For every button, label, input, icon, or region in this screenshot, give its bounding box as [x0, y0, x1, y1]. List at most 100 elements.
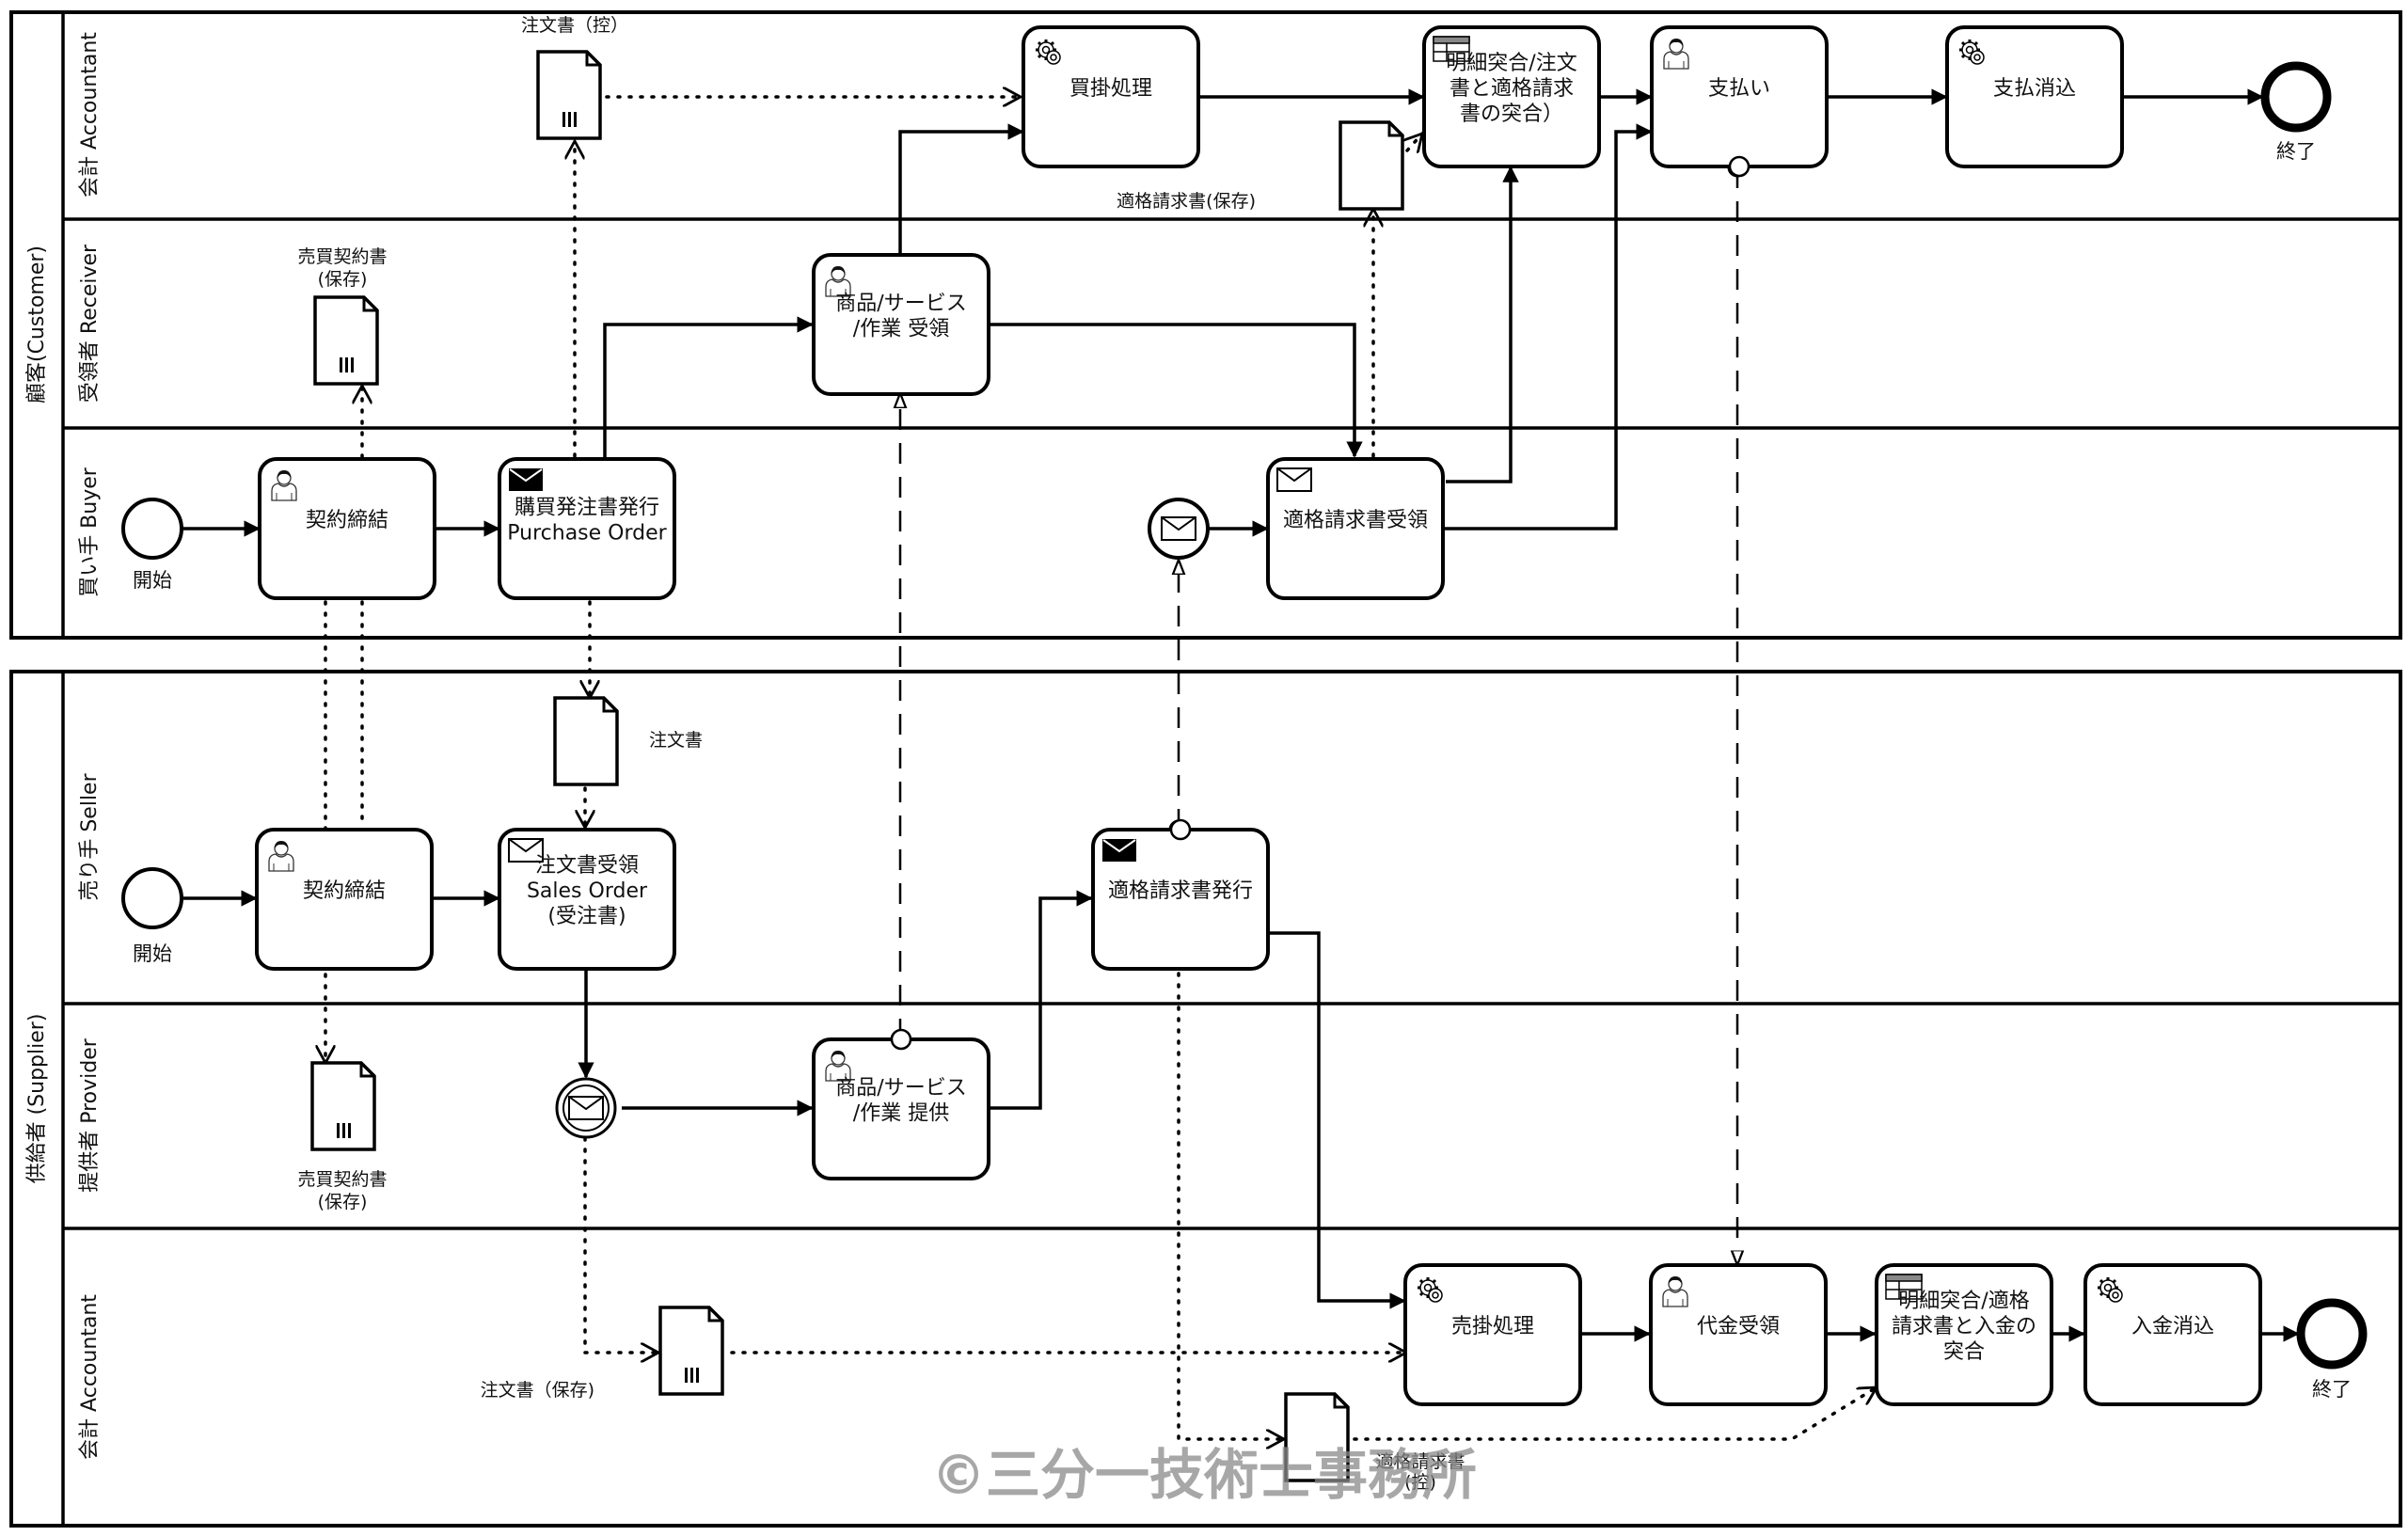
task-label: 請求書と入金の: [1892, 1315, 2036, 1338]
task-c-contract[interactable]: 契約締結: [258, 457, 436, 600]
task-s-receipt-clearing[interactable]: 入金消込: [2083, 1263, 2262, 1406]
document-s-order[interactable]: 注文書: [553, 696, 703, 786]
lane-label-seller: 売り手 Seller: [78, 772, 102, 900]
task-c-ap-processing[interactable]: 買掛処理: [1022, 25, 1200, 168]
document-icon: [313, 295, 379, 386]
task-c-payment[interactable]: 支払い: [1650, 25, 1829, 178]
lane-label-buyer: 買い手 Buyer: [78, 467, 102, 597]
task-c-payment-clearing[interactable]: 支払消込: [1945, 25, 2124, 168]
task-label: 適格請求書発行: [1108, 879, 1253, 903]
collection-marker-icon: [337, 1123, 351, 1138]
document-label: 適格請求書(保存): [1117, 191, 1256, 212]
collection-marker-icon: [685, 1368, 699, 1383]
supplier-end-label: 終了: [2312, 1378, 2352, 1401]
document-label: (保存): [318, 1192, 368, 1212]
message-anchor: [890, 1028, 912, 1051]
task-label: 書と適格請求: [1450, 77, 1574, 101]
task-label: 代金受領: [1697, 1315, 1780, 1338]
envelope-icon: [1276, 467, 1312, 492]
lane-label-receiver: 受領者 Receiver: [78, 244, 102, 403]
sequence-flows: [182, 88, 2300, 1342]
supplier-pool-label: 供給者 (Supplier): [25, 1014, 49, 1184]
task-label: 商品/サービス: [835, 1077, 966, 1101]
task-label: 適格請求書受領: [1283, 509, 1428, 532]
envelope-filled-icon: [508, 467, 544, 492]
envelope-filled-icon: [1101, 838, 1137, 863]
task-s-provide-goods[interactable]: 商品/サービス/作業 提供: [812, 1028, 990, 1180]
task-label: 書の突合）: [1460, 103, 1563, 126]
task-label: 注文書受領: [535, 854, 639, 878]
task-label: 突合: [1943, 1340, 1985, 1364]
task-label: /作業 提供: [853, 1102, 949, 1126]
document-c-contract-saved[interactable]: 売買契約書(保存): [297, 246, 388, 386]
supplier-start-label: 開始: [133, 942, 172, 965]
document-icon: [536, 50, 602, 140]
document-label: 注文書（控）: [521, 15, 628, 36]
document-c-order-copy[interactable]: 注文書（控）: [521, 15, 628, 140]
order-message-intermediate-event[interactable]: [555, 1077, 617, 1139]
task-label: (受注書): [547, 905, 626, 928]
document-label: (保存): [318, 269, 368, 290]
supplier-start-event[interactable]: 開始: [121, 867, 183, 965]
document-label: (控): [1404, 1472, 1436, 1493]
data-objects: 注文書（控）売買契約書(保存)適格請求書(保存)注文書売買契約書(保存)注文書（…: [297, 15, 1465, 1493]
collection-marker-icon: [340, 357, 354, 372]
message-flows: [900, 167, 1737, 1265]
envelope-icon: [1161, 516, 1196, 541]
document-label: 売買契約書: [297, 246, 387, 267]
document-s-invoice-copy[interactable]: 適格請求書(控): [1284, 1392, 1465, 1493]
task-label: 支払消込: [1993, 77, 2076, 101]
task-label: 契約締結: [306, 509, 388, 532]
document-icon: [1284, 1392, 1350, 1482]
lane-label-provider: 提供者 Provider: [78, 1037, 102, 1193]
task-label: 購買発注書発行: [515, 497, 659, 520]
task-label: Purchase Order: [507, 522, 667, 546]
invoice-message-catch-event[interactable]: [1148, 498, 1210, 560]
task-label: Sales Order: [527, 879, 648, 903]
task-label: 明細突合/適格: [1898, 1290, 2029, 1313]
task-s-receive-payment[interactable]: 代金受領: [1649, 1263, 1828, 1406]
document-label: 適格請求書: [1375, 1451, 1465, 1472]
collection-marker-icon: [562, 112, 577, 127]
task-label: 入金消込: [2131, 1315, 2214, 1338]
document-label: 売買契約書: [297, 1169, 387, 1190]
task-label: 明細突合/注文: [1446, 52, 1576, 75]
task-label: 契約締結: [303, 879, 386, 903]
document-icon: [658, 1306, 724, 1396]
message-anchor: [1169, 818, 1192, 841]
document-s-order-saved[interactable]: 注文書（保存): [481, 1306, 724, 1401]
message-anchor: [1728, 155, 1751, 178]
task-label: 買掛処理: [1069, 77, 1152, 101]
lane-label-supplier-accountant: 会計 Accountant: [78, 1294, 102, 1460]
task-label: 売掛処理: [1451, 1315, 1534, 1338]
task-c-receive-goods[interactable]: 商品/サービス/作業 受領: [812, 253, 990, 396]
customer-pool-label: 顧客(Customer): [25, 245, 49, 404]
task-s-ar-processing[interactable]: 売掛処理: [1403, 1263, 1582, 1406]
watermark: ©三分一技術士事務所: [931, 1443, 1477, 1507]
task-label: 商品/サービス: [835, 293, 966, 316]
task-label: /作業 受領: [853, 318, 949, 341]
document-s-contract-saved[interactable]: 売買契約書(保存): [297, 1061, 388, 1212]
document-icon: [1339, 120, 1404, 211]
supplier-end-event[interactable]: 終了: [2296, 1298, 2368, 1401]
task-s-contract[interactable]: 契約締結: [255, 828, 434, 971]
envelope-icon: [568, 1096, 604, 1120]
customer-end-event[interactable]: 終了: [2260, 61, 2332, 163]
task-s-issue-invoice[interactable]: 適格請求書発行: [1091, 818, 1270, 971]
customer-end-label: 終了: [2276, 140, 2316, 163]
lane-label-customer-accountant: 会計 Accountant: [78, 32, 102, 198]
customer-start-label: 開始: [133, 569, 172, 592]
document-c-invoice-saved[interactable]: 適格請求書(保存): [1117, 120, 1404, 212]
customer-start-event[interactable]: 開始: [121, 498, 183, 592]
document-label: 注文書: [649, 730, 703, 751]
document-icon: [553, 696, 619, 786]
supplier-pool: 供給者 (Supplier) 売り手 Seller 提供者 Provider 会…: [9, 670, 2402, 1528]
document-icon: [310, 1061, 376, 1151]
document-label: 注文書（保存): [481, 1380, 594, 1401]
task-c-receive-invoice[interactable]: 適格請求書受領: [1266, 457, 1445, 600]
